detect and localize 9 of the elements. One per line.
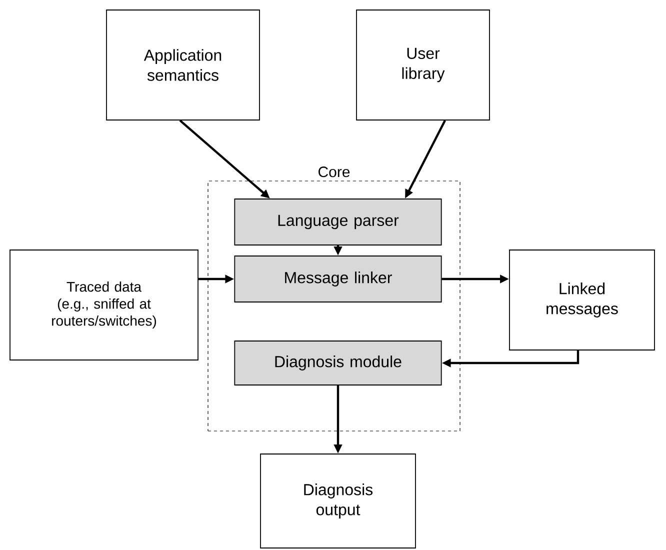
- process-box: Traced data (e.g., sniffed at routers/switches): [10, 250, 198, 360]
- node-label: Core: [318, 166, 350, 178]
- module-box: Message linker: [234, 256, 442, 302]
- module-box: Language parser: [234, 198, 442, 246]
- process-box: Linked messages: [509, 250, 655, 350]
- process-box: Application semantics: [106, 10, 260, 120]
- process-box: Diagnosis output: [260, 454, 416, 548]
- process-box: User library: [356, 10, 490, 120]
- module-box: Diagnosis module: [234, 340, 442, 386]
